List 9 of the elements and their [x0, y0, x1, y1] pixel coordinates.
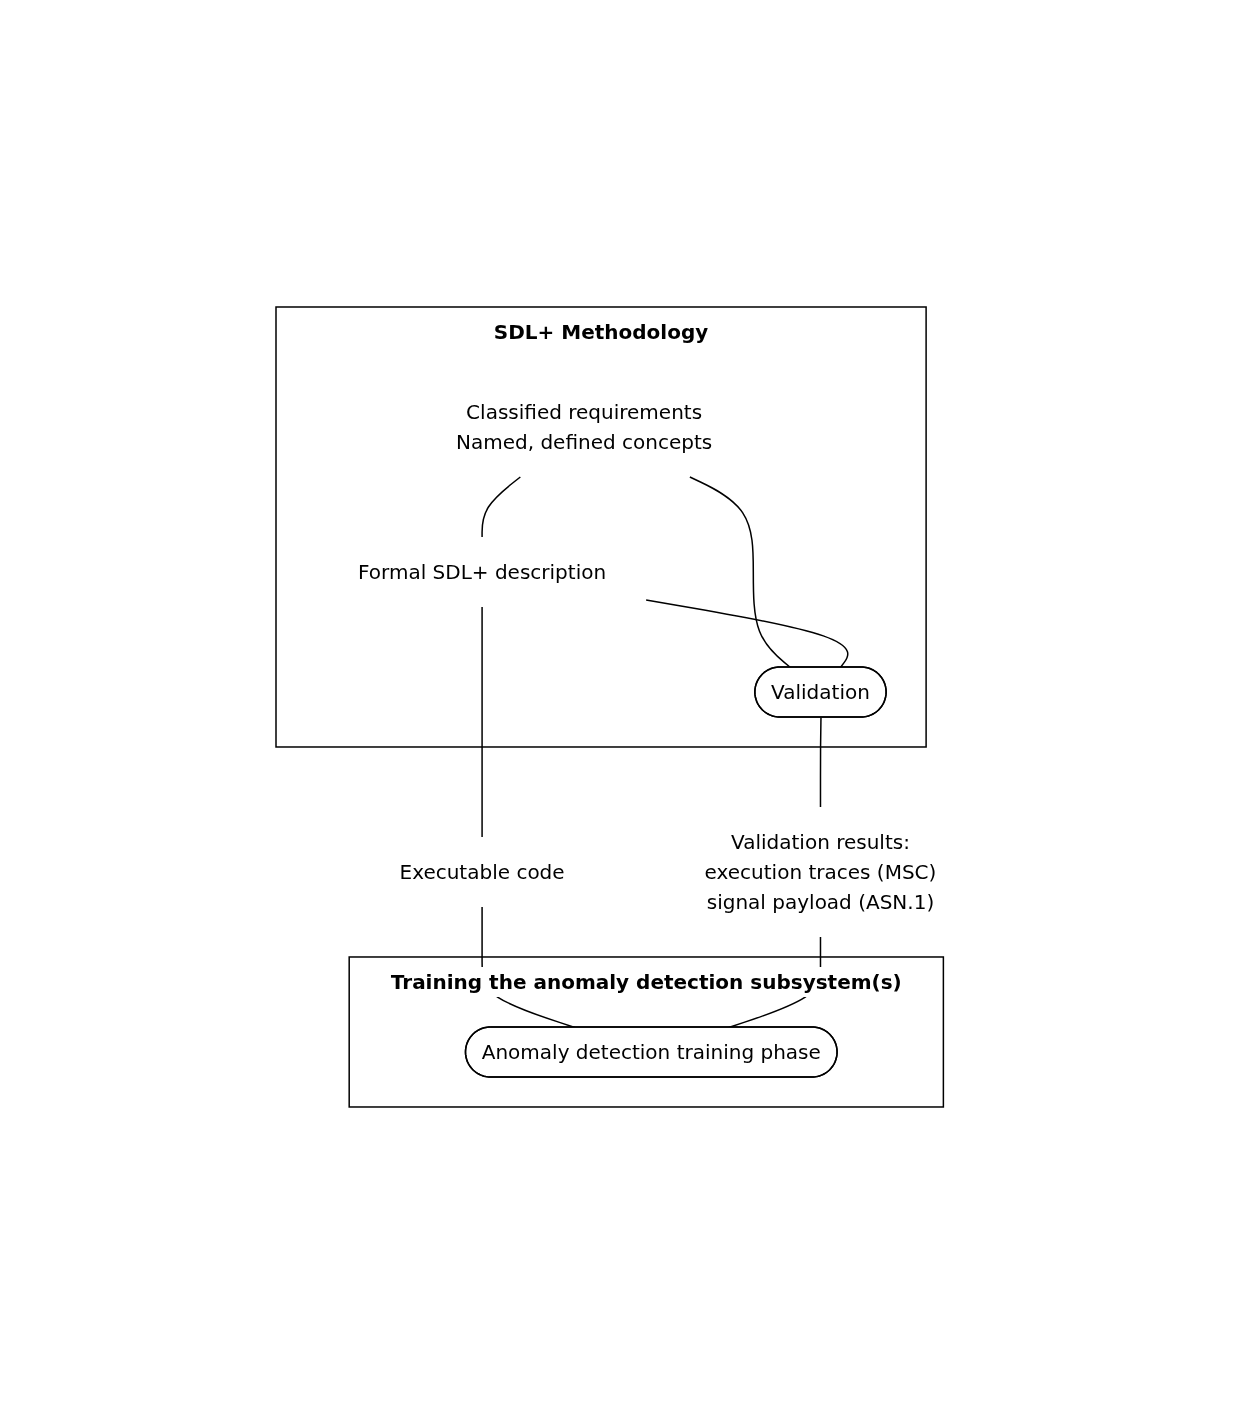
connector	[645, 598, 849, 668]
connector	[481, 605, 484, 838]
node-text: Formal SDL+ description	[358, 559, 607, 584]
node-text: Classified requirements Named, defined concepts	[456, 399, 713, 454]
node-text: Executable code	[399, 859, 565, 884]
connector	[481, 475, 522, 538]
connector	[820, 716, 823, 808]
node-text: Validation results: execution traces (MSC) signal payload (ASN.1)	[704, 829, 937, 914]
connector	[689, 475, 792, 668]
